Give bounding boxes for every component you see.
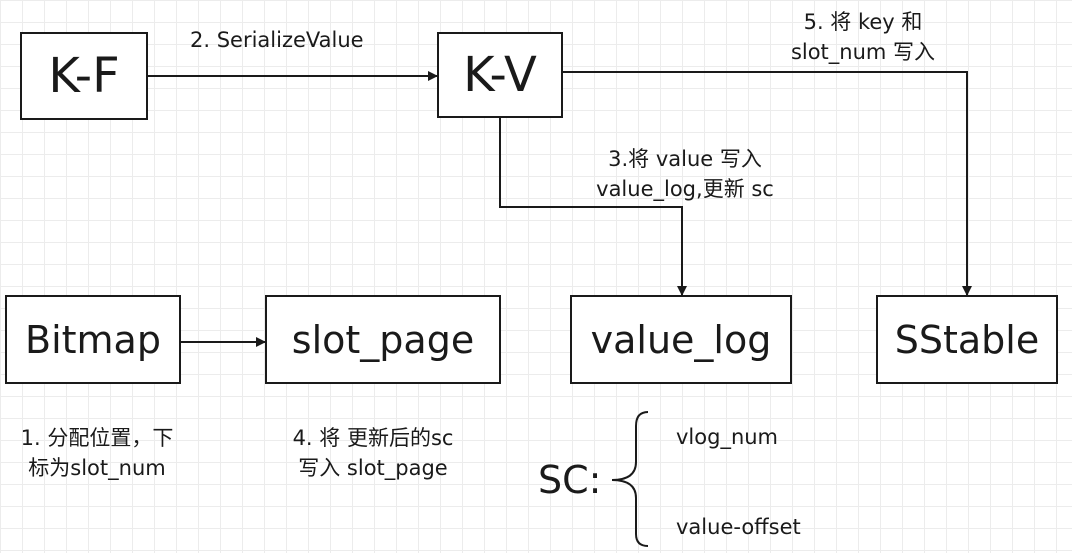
note-update-line2: 写入 slot_page [298,456,448,480]
arrow-kv-to-sstable [563,71,972,296]
sc-label: SC: [538,458,602,502]
node-slot-page-label: slot_page [291,317,475,362]
edge-label-write-value-line1: 3.将 value 写入 [608,147,762,171]
node-sstable-label: SStable [894,317,1040,362]
edge-label-write-value-line2: value_log,更新 sc [596,177,774,201]
node-kv-label: K-V [463,47,537,103]
edge-label-write-value: 3.将 value 写入 value_log,更新 sc [565,144,805,204]
note-update-line1: 4. 将 更新后的sc [292,426,454,450]
sc-field-vlog-num: vlog_num [676,425,779,449]
node-value-log-label: value_log [590,317,772,362]
sc-field-value-offset: value-offset [676,515,801,539]
node-bitmap-label: Bitmap [25,317,161,362]
edge-label-write-key: 5. 将 key 和 slot_num 写入 [758,7,968,67]
node-sstable: SStable [876,295,1058,384]
node-bitmap: Bitmap [5,295,181,384]
note-alloc: 1. 分配位置，下 标为slot_num [2,423,192,483]
edge-label-serialize: 2. SerializeValue [190,28,364,52]
note-alloc-line1: 1. 分配位置，下 [20,426,174,450]
node-kf-label: K-F [48,48,120,104]
node-kf: K-F [20,32,148,120]
node-kv: K-V [437,32,563,118]
sc-brace [611,411,649,547]
arrow-kv-to-value-log [499,118,687,296]
edge-label-write-key-line2: slot_num 写入 [790,40,936,64]
note-update: 4. 将 更新后的sc 写入 slot_page [268,423,478,483]
edge-label-write-key-line1: 5. 将 key 和 [803,10,923,34]
node-slot-page: slot_page [265,295,501,384]
note-alloc-line2: 标为slot_num [28,456,166,480]
node-value-log: value_log [570,295,792,384]
